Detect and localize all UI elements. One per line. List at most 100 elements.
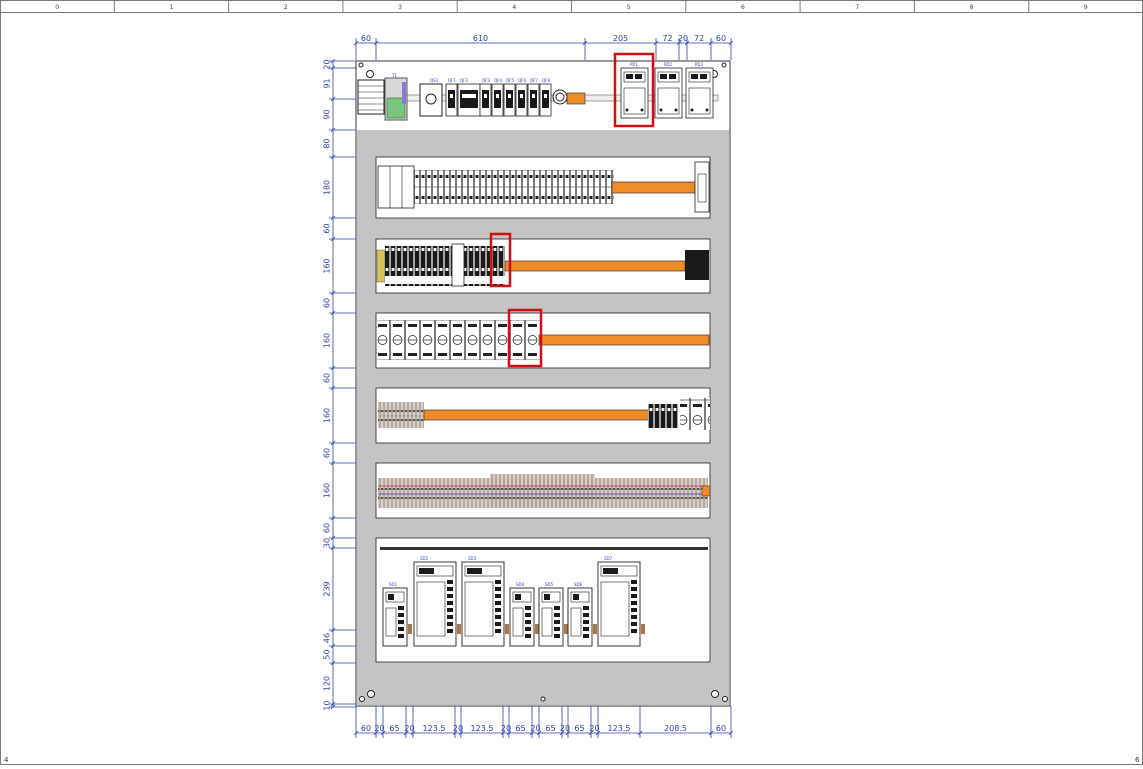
rail4-relay-block — [648, 404, 678, 428]
servo-drive-label: SD3 — [468, 556, 477, 561]
dimension-label: 60 — [323, 448, 332, 458]
top-breaker-label: QF7 — [530, 78, 538, 83]
highlight-boxes — [489, 52, 655, 368]
pd-module: PD1 — [620, 62, 649, 119]
dimension-label: 46 — [323, 633, 332, 643]
main-switch — [419, 83, 443, 117]
label-t1: T1 — [391, 73, 397, 78]
top-breaker: QF7 — [527, 78, 540, 117]
servo-drive-label: SD2 — [420, 556, 429, 561]
dimension-label: 160 — [323, 258, 332, 273]
dimension-label: 60 — [323, 223, 332, 233]
dimension-label: 20 — [323, 59, 332, 69]
dimension-label: 80 — [323, 138, 332, 148]
rail2-terminal-block — [385, 246, 505, 286]
dimension-label: 160 — [323, 333, 332, 348]
dimension-label: 123.5 — [471, 724, 494, 733]
dimension-label: 65 — [545, 724, 555, 733]
pd-module-label: PD2 — [664, 62, 672, 67]
top-breaker-label: QF2 — [460, 78, 468, 83]
keyhole-icon — [358, 62, 374, 78]
dimension-label: 160 — [323, 408, 332, 423]
dimension-label: 180 — [323, 180, 332, 195]
svg-text:QS1: QS1 — [430, 78, 439, 83]
top-breaker-label: QF4 — [494, 78, 502, 83]
rail4-breakers — [680, 398, 710, 430]
dimension-label: 90 — [323, 109, 332, 119]
rail2-connector — [685, 250, 709, 280]
dimension-label: 20 — [374, 724, 384, 733]
highlight-rail3-breaker — [507, 308, 543, 368]
top-breaker: QF1 — [445, 78, 458, 117]
dimension-label: 123.5 — [423, 724, 446, 733]
rail3-duct — [538, 334, 710, 346]
dimension-label: 20 — [404, 724, 414, 733]
top-breaker: QF5 — [503, 78, 516, 117]
rail1-duct — [611, 181, 697, 194]
top-breaker-label: QF1 — [448, 78, 456, 83]
highlight-rail2-terminal — [489, 232, 512, 288]
top-breaker: QF4 — [491, 78, 504, 117]
dimension-label: 120 — [323, 676, 332, 691]
top-breaker-label: QF8 — [542, 78, 550, 83]
grid-column-label: 8 — [970, 4, 974, 11]
servo-drive: SD2 — [413, 556, 461, 647]
drive-rail-busbar — [380, 547, 708, 550]
top-breaker-label: QF6 — [518, 78, 526, 83]
servo-drive-label: SD1 — [389, 582, 398, 587]
dimension-label: 60 — [361, 724, 371, 733]
grid-column-label: 2 — [284, 4, 288, 11]
dimension-label: 20 — [453, 724, 463, 733]
dimension-label: 72 — [694, 34, 704, 43]
top-breaker: QF3 — [479, 78, 492, 117]
pd-module: PD2 — [654, 62, 683, 119]
power-supply — [357, 79, 385, 115]
dimension-label: 20 — [589, 724, 599, 733]
dimension-label: 205 — [613, 34, 628, 43]
grid-column-label: 4 — [512, 4, 516, 11]
dimension-label: 20 — [678, 34, 688, 43]
servo-drive: SD4 — [509, 582, 539, 647]
highlight-top-rail-module — [613, 52, 655, 128]
servo-drive: SD6 — [567, 582, 597, 647]
dimension-label: 208.5 — [664, 724, 687, 733]
grid-corner-left: 4 — [4, 756, 9, 764]
dimension-label: 20 — [560, 724, 570, 733]
rail5-duct — [701, 485, 711, 497]
keyhole-icon — [359, 690, 375, 702]
duct-stub — [566, 92, 586, 105]
dimension-label: 123.5 — [608, 724, 631, 733]
rail2-duct — [504, 260, 686, 272]
rail1-terminal-strip — [414, 170, 614, 204]
grid-column-label: 6 — [741, 4, 745, 11]
grid-corner-right: 6 — [1135, 756, 1140, 764]
grid-column-label: 7 — [855, 4, 859, 11]
dimension-label: 10 — [323, 700, 332, 710]
top-breaker: QF8 — [539, 78, 552, 117]
rail4-duct — [423, 409, 651, 421]
mounting-hole-icon — [540, 696, 546, 702]
rail1-end-block — [377, 165, 415, 209]
dimension-label: 65 — [515, 724, 525, 733]
servo-drive: SD1 — [382, 582, 412, 647]
rotary-handle-icon — [552, 89, 568, 105]
servo-drive-label: SD4 — [516, 582, 525, 587]
dimension-label: 60 — [323, 298, 332, 308]
pd-module: PD3 — [685, 62, 714, 119]
dimension-label: 50 — [323, 649, 332, 659]
servo-drive-label: SD5 — [545, 582, 554, 587]
dimension-label: 160 — [323, 483, 332, 498]
dimension-label: 30 — [323, 538, 332, 548]
servo-drive: SD3 — [461, 556, 509, 647]
grid-column-label: 9 — [1084, 4, 1088, 11]
top-breaker: QF6 — [515, 78, 528, 117]
top-breaker-label: QF3 — [482, 78, 490, 83]
rail3-breaker-row — [377, 320, 539, 360]
top-breaker: QF2 — [457, 78, 481, 117]
grid-column-label: 3 — [398, 4, 402, 11]
servo-drive: SD7 — [597, 556, 645, 647]
